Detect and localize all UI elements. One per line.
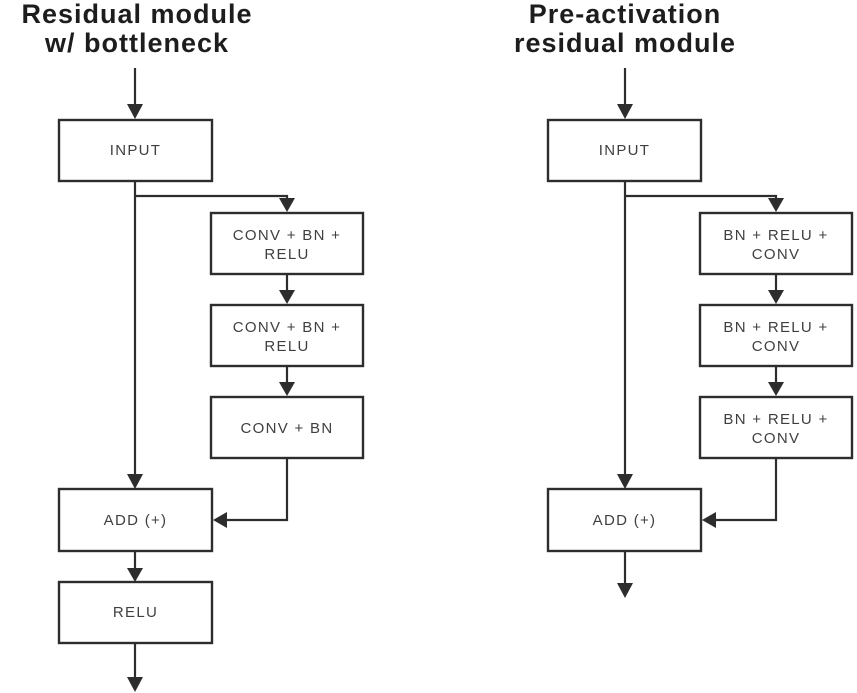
left-add-relu-arrowhead-icon	[127, 568, 143, 582]
right-conv3-box	[698, 395, 854, 460]
left-conv2-label-line2: RELU	[264, 338, 309, 355]
left-branch-line	[135, 194, 289, 199]
right-branch-arrowhead-icon	[768, 198, 784, 212]
left-title-line2: w/ bottleneck	[44, 28, 229, 58]
left-output-arrowhead-icon	[127, 677, 143, 692]
right-input-box	[546, 118, 703, 183]
right-input-label: INPUT	[599, 142, 651, 159]
left-conv2-label-line1: CONV + BN +	[233, 319, 342, 336]
left-conv3-add-line	[227, 458, 289, 522]
right-add-label: ADD (+)	[593, 512, 657, 529]
right-branch-line	[625, 194, 778, 199]
left-conv3-add-arrowhead-icon	[213, 512, 227, 528]
right-title-line1: Pre-activation	[529, 0, 722, 29]
right-conv2-conv3-arrowhead-icon	[768, 382, 784, 396]
left-module: Residual module w/ bottleneck INPUT CONV…	[21, 0, 365, 692]
left-conv1-label-line1: CONV + BN +	[233, 227, 342, 244]
right-conv2-label-line2: CONV	[752, 338, 801, 355]
right-output-arrowhead-icon	[617, 583, 633, 598]
left-conv3-box	[209, 395, 365, 460]
left-skip-arrowhead-icon	[127, 474, 143, 489]
left-relu-label: RELU	[113, 604, 158, 621]
left-entry-arrowhead-icon	[127, 104, 143, 119]
right-conv2-box	[698, 303, 854, 368]
left-conv1-box	[209, 211, 365, 276]
right-conv3-add-line	[716, 458, 778, 522]
left-branch-arrowhead-icon	[279, 198, 295, 212]
left-relu-box	[57, 580, 214, 645]
right-skip-arrowhead-icon	[617, 474, 633, 489]
right-conv3-label-line2: CONV	[752, 430, 801, 447]
left-input-label: INPUT	[110, 142, 162, 159]
left-conv3-label: CONV + BN	[241, 420, 334, 437]
right-conv1-conv2-arrowhead-icon	[768, 290, 784, 304]
right-conv3-add-arrowhead-icon	[702, 512, 716, 528]
left-title-line1: Residual module	[21, 0, 252, 29]
right-module: Pre-activation residual module INPUT BN …	[514, 0, 854, 598]
right-conv1-label-line2: CONV	[752, 246, 801, 263]
left-add-label: ADD (+)	[104, 512, 168, 529]
right-conv1-box	[698, 211, 854, 276]
left-conv2-box	[209, 303, 365, 368]
left-conv2-conv3-arrowhead-icon	[279, 382, 295, 396]
right-title-line2: residual module	[514, 28, 736, 58]
right-conv2-label-line1: BN + RELU +	[723, 319, 828, 336]
right-conv1-label-line1: BN + RELU +	[723, 227, 828, 244]
left-conv1-label-line2: RELU	[264, 246, 309, 263]
left-add-box	[57, 487, 214, 553]
left-conv1-conv2-arrowhead-icon	[279, 290, 295, 304]
right-conv3-label-line1: BN + RELU +	[723, 411, 828, 428]
right-entry-arrowhead-icon	[617, 104, 633, 119]
